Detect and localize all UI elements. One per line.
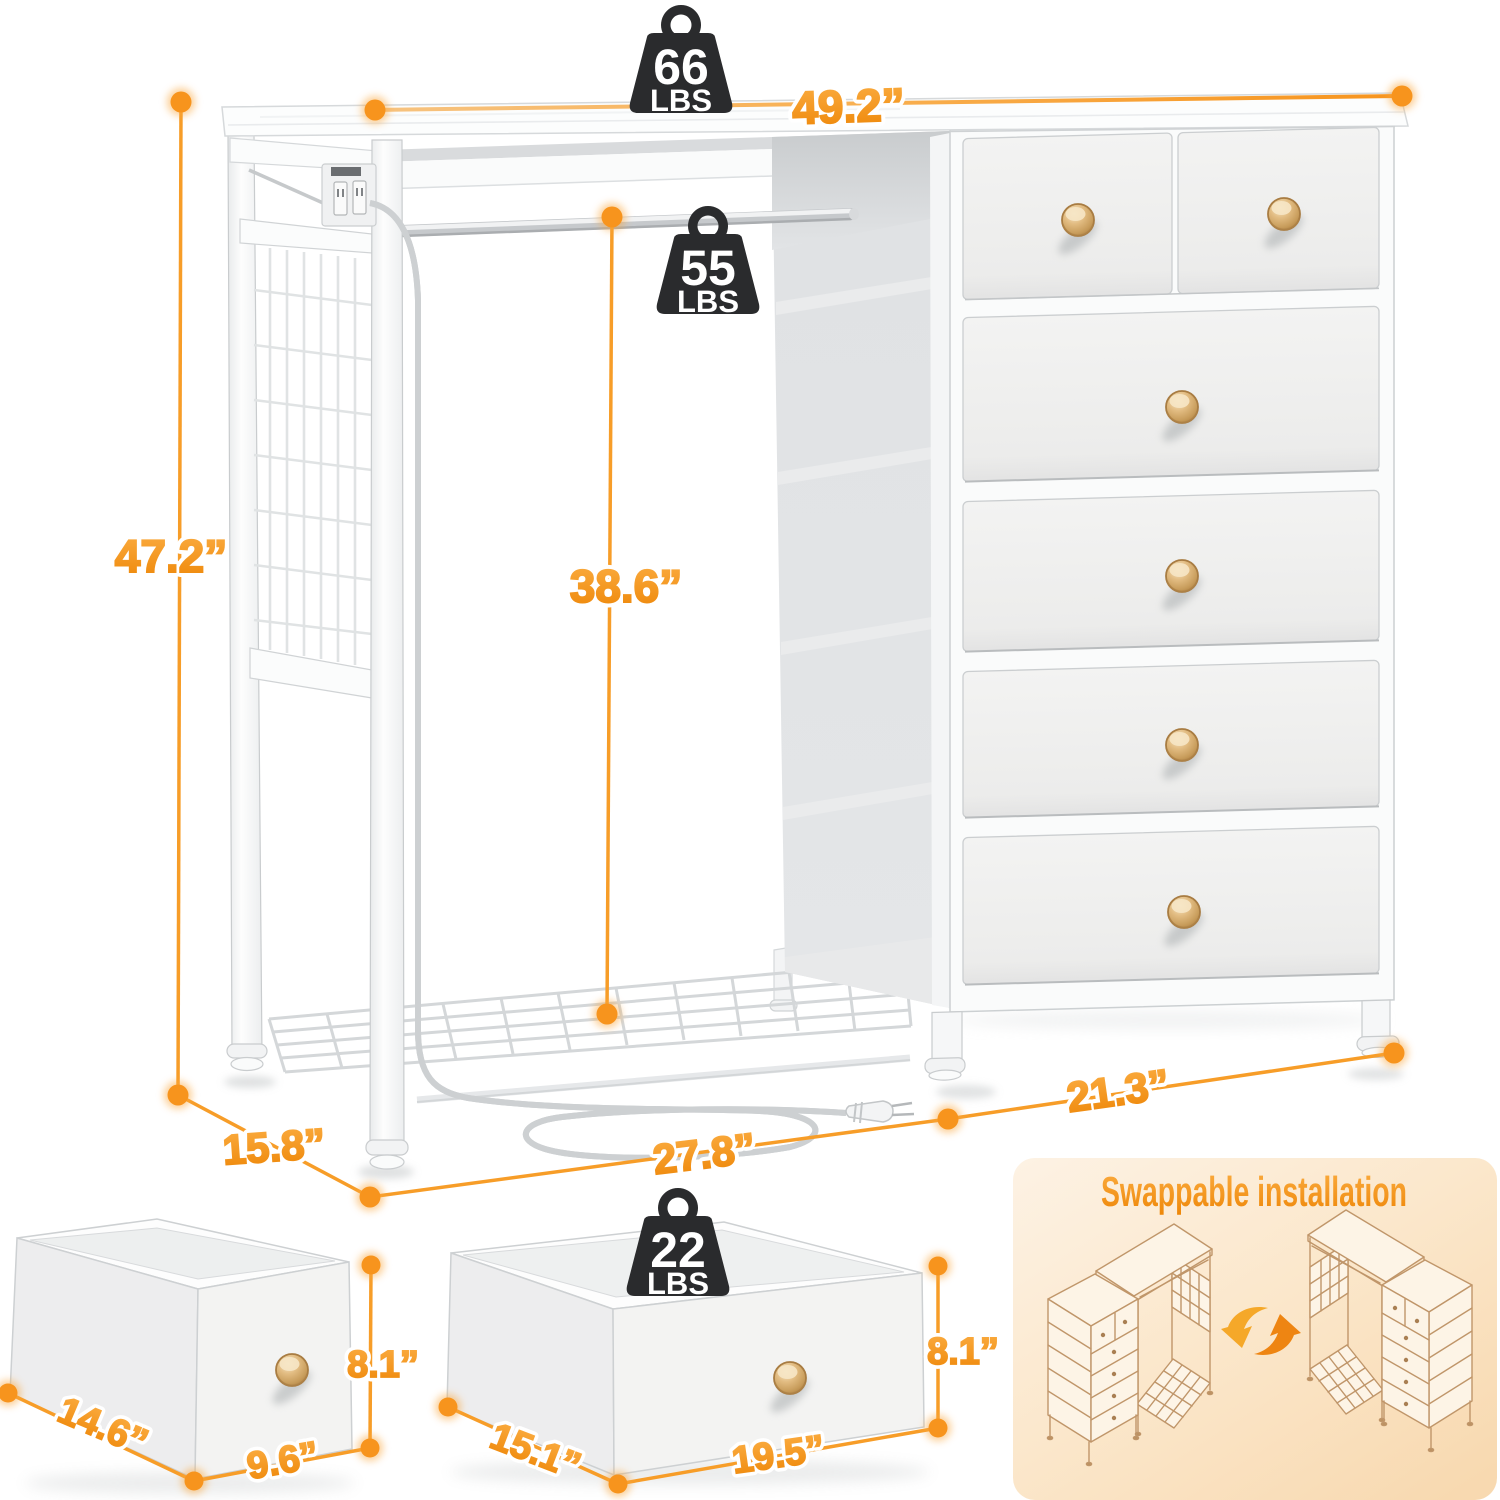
svg-text:47.2”: 47.2” (115, 530, 228, 582)
svg-text:49.2”: 49.2” (791, 78, 905, 134)
svg-text:22: 22 (650, 1222, 706, 1278)
svg-text:38.6”: 38.6” (570, 560, 683, 612)
svg-text:15.8”: 15.8” (221, 1120, 327, 1174)
svg-text:47.2”: 47.2” (115, 530, 228, 582)
svg-text:LBS: LBS (647, 1266, 709, 1301)
svg-text:LBS: LBS (650, 83, 712, 118)
svg-text:8.1”: 8.1” (927, 1331, 999, 1373)
svg-text:49.2”: 49.2” (791, 78, 905, 134)
svg-text:66: 66 (653, 39, 709, 95)
svg-text:38.6”: 38.6” (570, 560, 683, 612)
svg-text:55: 55 (680, 240, 736, 296)
svg-text:8.1”: 8.1” (927, 1331, 999, 1373)
svg-text:8.1”: 8.1” (347, 1344, 419, 1386)
svg-text:LBS: LBS (677, 284, 739, 319)
svg-text:15.8”: 15.8” (221, 1120, 327, 1174)
svg-text:8.1”: 8.1” (347, 1344, 419, 1386)
svg-text:Swappable installation: Swappable installation (1101, 1168, 1407, 1215)
